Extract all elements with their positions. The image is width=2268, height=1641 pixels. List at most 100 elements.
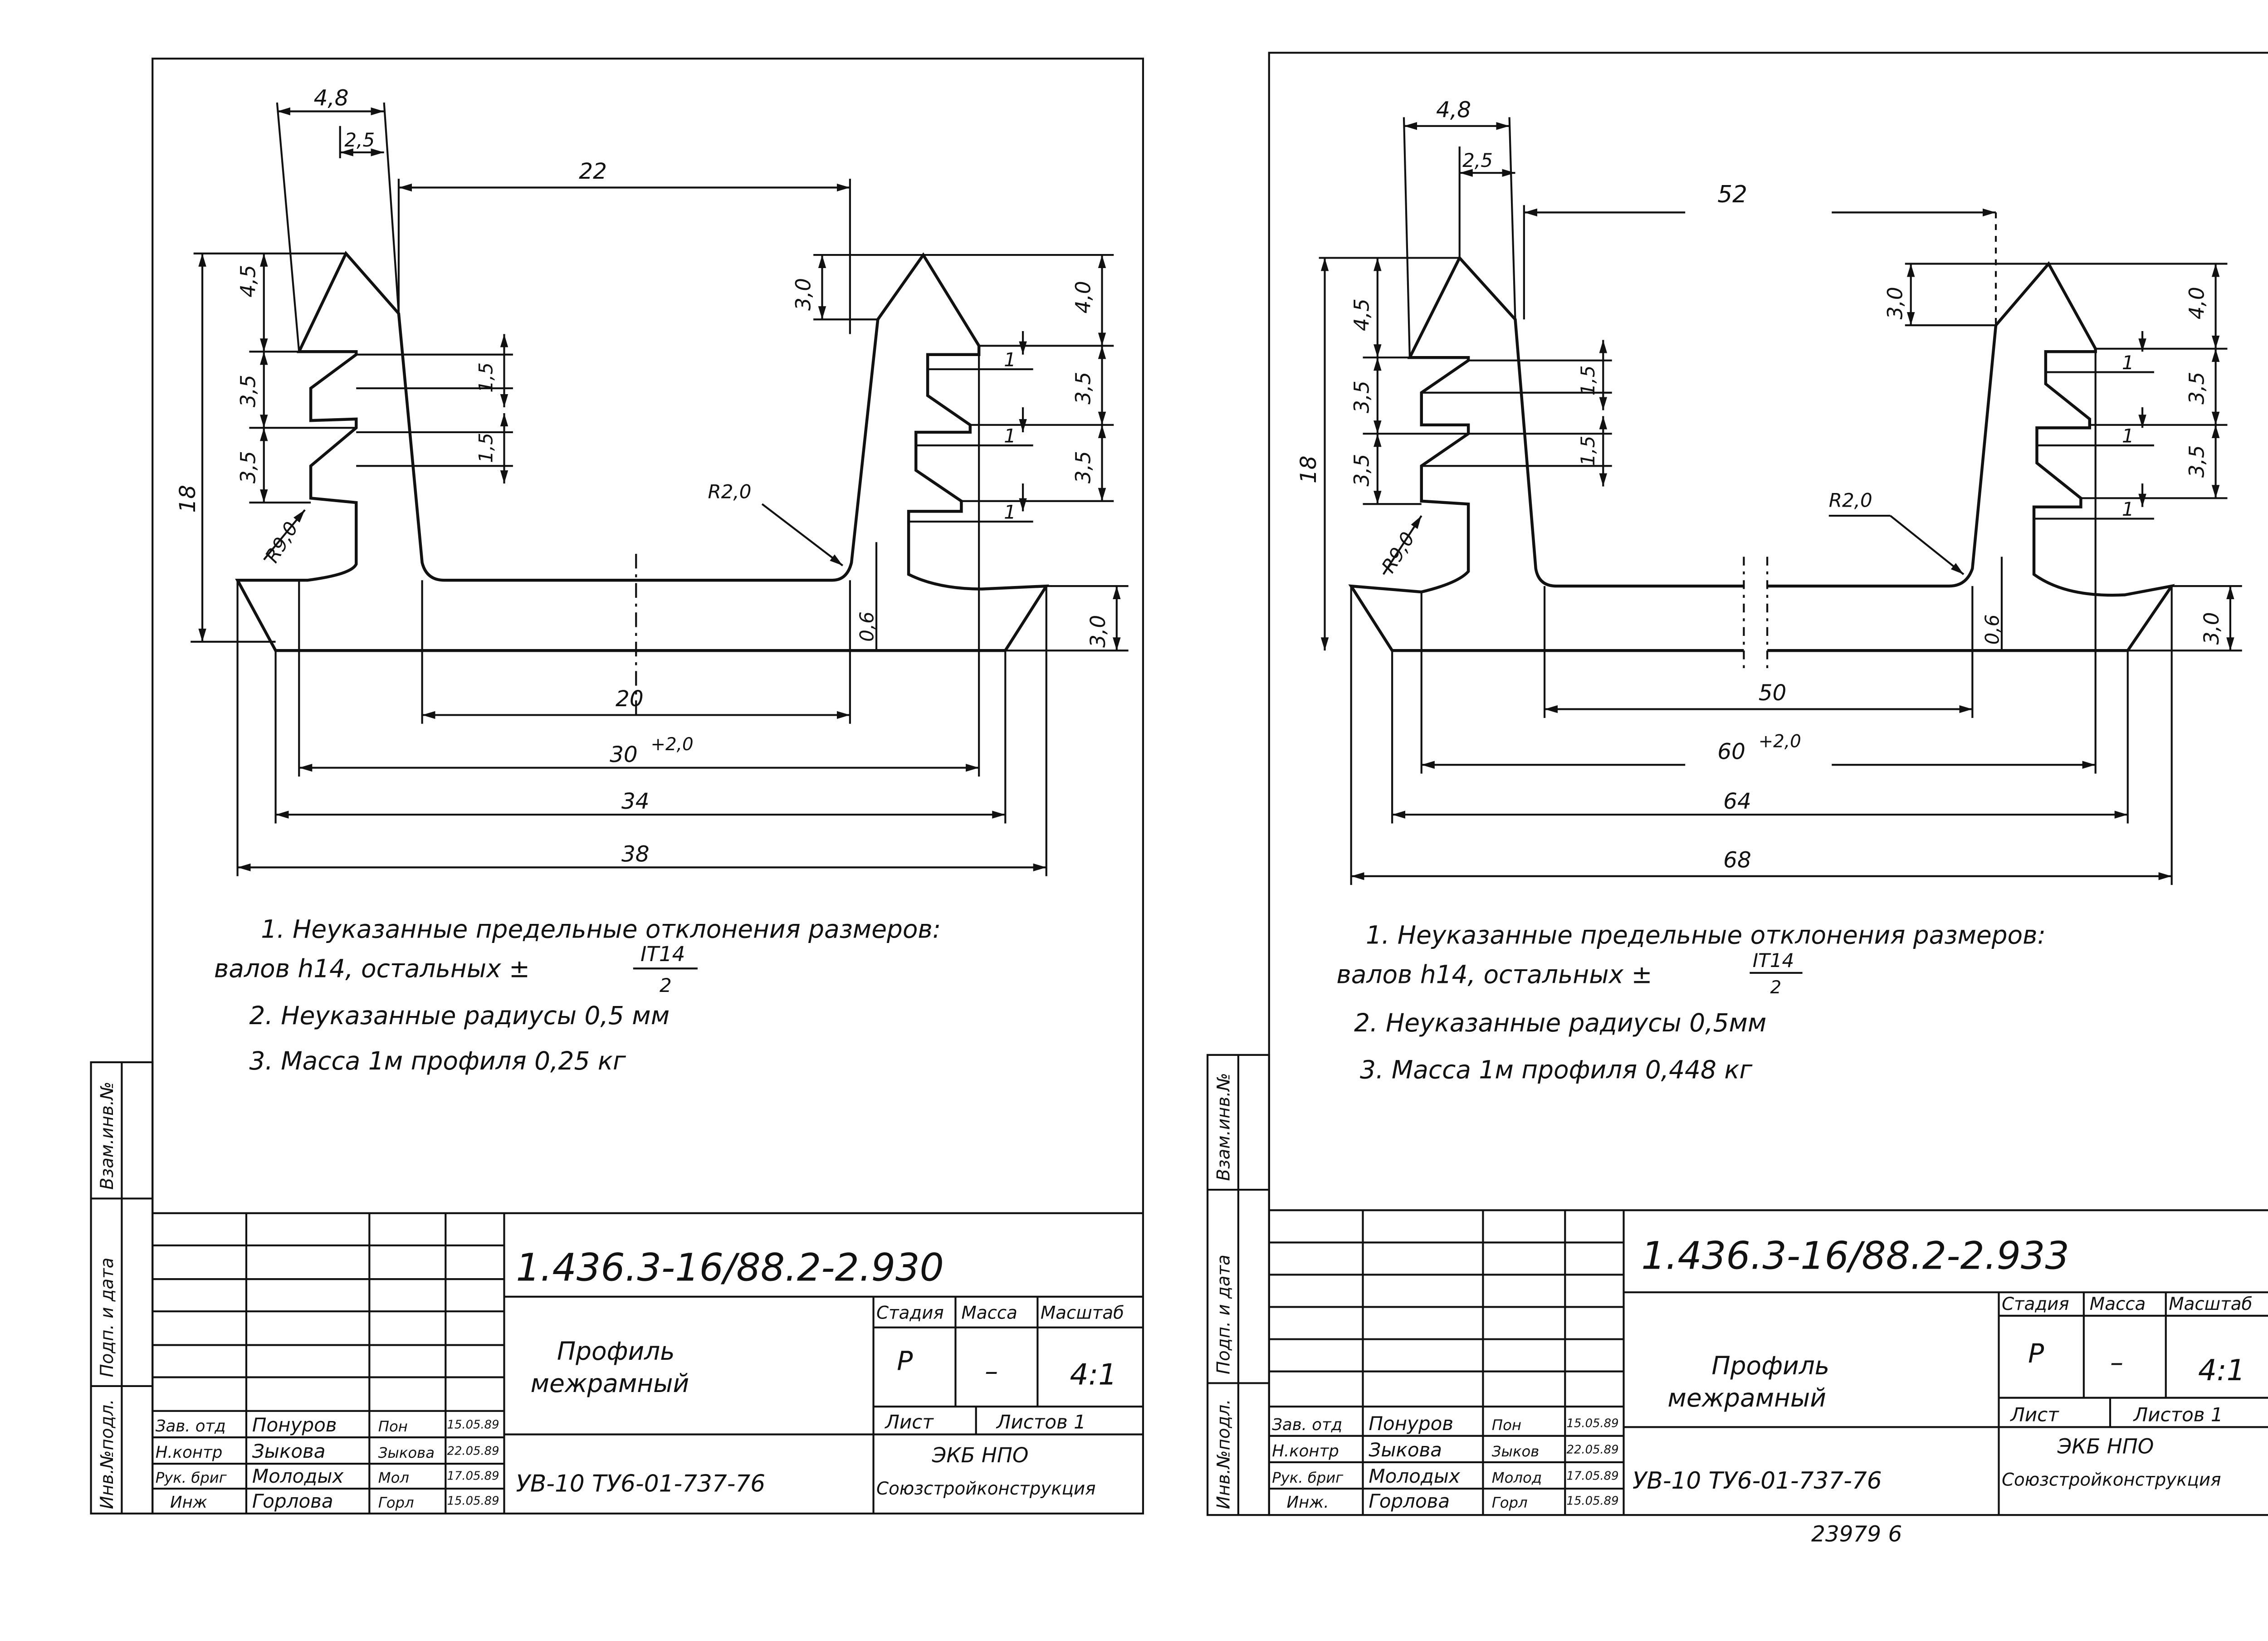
side-label-podp: Подп. и дата <box>97 1258 117 1377</box>
row3-role-2: Рук. бриг <box>1272 1469 1344 1486</box>
row2-date-2: 22.05.89 <box>1567 1443 1619 1457</box>
dim-4-0: 4,0 <box>1071 281 1095 313</box>
hdr-stage: Стадия <box>876 1303 944 1323</box>
dim-bottom-30: 30 <box>610 742 638 767</box>
row4-name: Горлова <box>252 1490 333 1512</box>
dim-4-5-2: 4,5 <box>1349 298 1374 331</box>
row3-role: Рук. бриг <box>156 1469 227 1486</box>
dim-group-right: 3,0 R2,0 4,0 3,5 3,5 1 1 1 0,6 <box>708 254 1129 652</box>
dim-group-right-2: 3,0 R2,0 4,0 3,5 3,5 1 1 1 0,6 <box>1829 263 2242 652</box>
title-block-2: 1.436.3-16/88.2-2.933 Профиль межрамный … <box>1269 1209 2268 1515</box>
row3-name-2: Молодых <box>1369 1465 1461 1487</box>
row1-date: 15.05.89 <box>447 1418 499 1432</box>
dim-18: 18 <box>175 485 200 513</box>
note-1-cont-2: валов h14, остальных ± <box>1336 960 1652 989</box>
row1-sign: Пон <box>378 1418 408 1435</box>
part-name-2-2: межрамный <box>1667 1383 1826 1412</box>
dim-bottom-50: 50 <box>1759 680 1787 706</box>
title-block: 1.436.3-16/88.2-2.930 Профиль межрамный … <box>152 1212 1143 1514</box>
note-1-frac-den-2: 2 <box>1770 977 1782 998</box>
dim-3-0-a: 3,0 <box>792 278 816 311</box>
dim-group-left: 18 4,5 3,5 3,5 R9,0 <box>175 252 357 643</box>
dim-3-0-a-2: 3,0 <box>1883 287 1907 319</box>
row3-date-2: 17.05.89 <box>1567 1470 1619 1483</box>
dim-group-top-2: 4,8 2,5 52 <box>1403 97 1997 358</box>
note-1: 1. Неуказанные предельные отклонения раз… <box>261 914 941 943</box>
material: УВ-10 ТУ6-01-737-76 <box>516 1470 765 1498</box>
side-label-podp-2: Подп. и дата <box>1214 1255 1234 1374</box>
dim-3-5-d: 3,5 <box>1071 451 1095 484</box>
doc-code: 1.436.3-16/88.2-2.930 <box>516 1245 944 1289</box>
dim-3-0-b: 3,0 <box>1086 615 1110 648</box>
org-2-2: Союзстройконструкция <box>2002 1470 2221 1490</box>
dim-bottom-60-tol: +2,0 <box>1759 731 1801 752</box>
row4-date-2: 15.05.89 <box>1567 1494 1619 1508</box>
sheets-label-2: Листов 1 <box>2133 1403 2223 1426</box>
dim-1-5-a: 1,5 <box>475 362 497 393</box>
side-label-vzam-2: Взам.инв.№ <box>1214 1073 1234 1181</box>
dim-1-c: 1 <box>1004 501 1016 523</box>
val-mass-2: – <box>2110 1347 2123 1378</box>
dim-3-5-a: 3,5 <box>236 375 260 407</box>
dim-bottom-64: 64 <box>1723 789 1751 814</box>
row1-sign-2: Пон <box>1492 1416 1521 1434</box>
row2-name: Зыкова <box>252 1440 326 1462</box>
org-1-2: ЭКБ НПО <box>2057 1435 2154 1459</box>
val-stage: Р <box>897 1345 913 1376</box>
dim-4-5: 4,5 <box>236 265 260 298</box>
row1-name-2: Понуров <box>1369 1412 1453 1435</box>
sheets-label: Листов 1 <box>996 1411 1086 1433</box>
footer-number: 23979 6 <box>1811 1521 1902 1547</box>
note-2: 2. Неуказанные радиусы 0,5 мм <box>249 1001 670 1030</box>
row2-role: Н.контр <box>156 1443 223 1462</box>
sheet-1-side-strip: Взам.инв.№ Подп. и дата Инв.№подл. <box>90 1061 154 1515</box>
row2-role-2: Н.контр <box>1272 1442 1339 1460</box>
row2-date: 22.05.89 <box>447 1445 499 1458</box>
row1-role-2: Зав. отд <box>1272 1416 1342 1434</box>
dim-1-c-2: 1 <box>2122 498 2134 520</box>
hdr-mass: Масса <box>961 1303 1017 1323</box>
dim-r9-2: R9,0 <box>1377 528 1419 576</box>
hdr-mass-2: Масса <box>2090 1294 2146 1314</box>
dim-top-width: 22 <box>579 159 607 184</box>
val-stage-2: Р <box>2028 1338 2044 1369</box>
dim-1-5-b-2: 1,5 <box>1577 435 1599 466</box>
note-1-frac-den: 2 <box>660 974 672 996</box>
note-2-2: 2. Неуказанные радиусы 0,5мм <box>1354 1008 1766 1037</box>
row1-role: Зав. отд <box>156 1417 226 1436</box>
note-1-cont: валов h14, остальных ± <box>214 954 530 983</box>
dim-18-2: 18 <box>1296 455 1321 484</box>
val-scale-2: 4:1 <box>2198 1353 2245 1387</box>
dim-group-inner-2: 1,5 1,5 <box>1421 340 1612 487</box>
dim-group-inner: 1,5 1,5 <box>356 334 513 484</box>
row4-name-2: Горлова <box>1369 1490 1450 1512</box>
dim-1-b-2: 1 <box>2122 425 2134 447</box>
dim-1-a-2: 1 <box>2122 352 2134 374</box>
dim-1-5-a-2: 1,5 <box>1577 365 1599 396</box>
dim-group-bottom: 20 30 +2,0 34 38 <box>236 354 1047 876</box>
row2-sign-2: Зыков <box>1492 1443 1540 1460</box>
dim-r2: R2,0 <box>708 480 752 503</box>
dim-3-5-a-2: 3,5 <box>1349 381 1374 413</box>
dim-3-5-c: 3,5 <box>1071 372 1095 405</box>
note-1-frac-num-2: IT14 <box>1753 949 1794 972</box>
side-label-inv-2: Инв.№подл. <box>1214 1399 1234 1509</box>
dim-3-0-b-2: 3,0 <box>2200 612 2224 645</box>
sheet-2-side-strip: Взам.инв.№ Подп. и дата Инв.№подл. <box>1206 1054 1270 1516</box>
sheet-2: Взам.инв.№ Подп. и дата Инв.№подл. 4,8 2… <box>1206 52 2268 1547</box>
dim-3-5-b: 3,5 <box>236 451 260 484</box>
sheet-1-frame <box>152 58 1144 1515</box>
hdr-stage-2: Стадия <box>2002 1294 2069 1314</box>
dim-bottom-68: 68 <box>1723 847 1751 873</box>
row3-sign: Мол <box>378 1469 409 1486</box>
hdr-scale: Масштаб <box>1041 1303 1124 1323</box>
dim-4-0-2: 4,0 <box>2185 287 2209 319</box>
row2-name-2: Зыкова <box>1369 1439 1442 1461</box>
dim-1-b: 1 <box>1004 425 1016 447</box>
material-2: УВ-10 ТУ6-01-737-76 <box>1633 1467 1882 1494</box>
sheet-label: Лист <box>884 1411 934 1433</box>
row3-name: Молодых <box>252 1465 344 1487</box>
row3-sign-2: Молод <box>1492 1469 1542 1486</box>
dim-bottom-60: 60 <box>1717 739 1745 764</box>
